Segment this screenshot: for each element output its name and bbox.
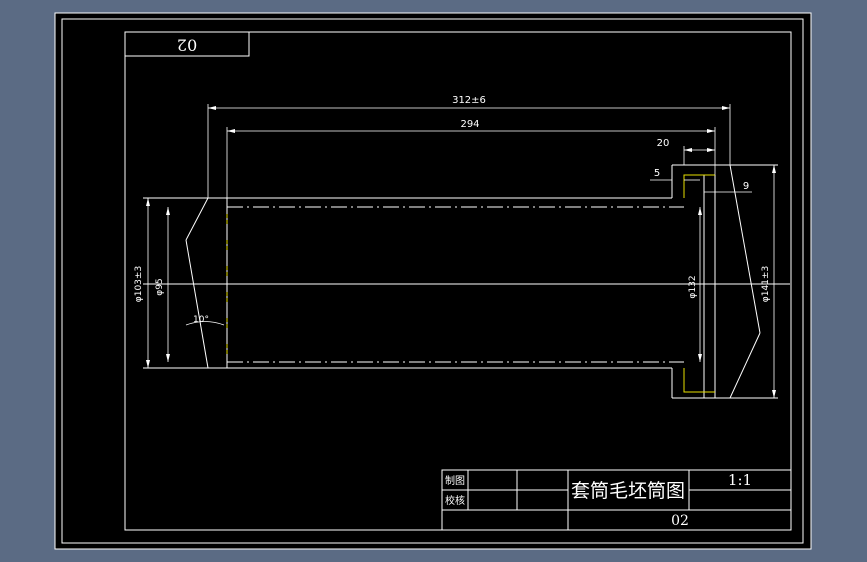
dim-flange-diameter: φ141±3 bbox=[761, 266, 771, 302]
title-block-title: 套筒毛坯筒图 bbox=[571, 480, 685, 502]
hidden-lines bbox=[226, 198, 716, 368]
dim-flange-width: 20 bbox=[657, 138, 670, 149]
outer-border bbox=[61, 18, 804, 544]
dim-overall-length: 312±6 bbox=[452, 95, 486, 106]
dimension-arrows bbox=[146, 106, 776, 398]
dim-inner-length: 294 bbox=[460, 119, 479, 130]
dim-flange-thickness: 9 bbox=[743, 181, 749, 192]
part-geometry bbox=[143, 164, 778, 399]
title-block-scale: 1:1 bbox=[728, 471, 752, 489]
title-block bbox=[441, 469, 792, 531]
title-block-drawing-number: 02 bbox=[671, 513, 689, 529]
title-block-drawn-label: 制图 bbox=[445, 474, 465, 487]
dim-diameter-right: φ132 bbox=[688, 275, 698, 298]
dim-bore-diameter: φ95 bbox=[155, 278, 165, 295]
corner-tag: 02 bbox=[177, 36, 197, 55]
title-block-checked-label: 校核 bbox=[445, 494, 465, 507]
dimension-lines bbox=[143, 104, 775, 398]
dim-chamfer-angle: 10° bbox=[193, 315, 209, 325]
dim-outer-diameter-left: φ103±3 bbox=[134, 266, 144, 302]
corner-tag-box: 02 bbox=[124, 31, 250, 57]
drawing-sheet bbox=[54, 12, 812, 550]
dim-flange-step: 5 bbox=[654, 168, 660, 179]
